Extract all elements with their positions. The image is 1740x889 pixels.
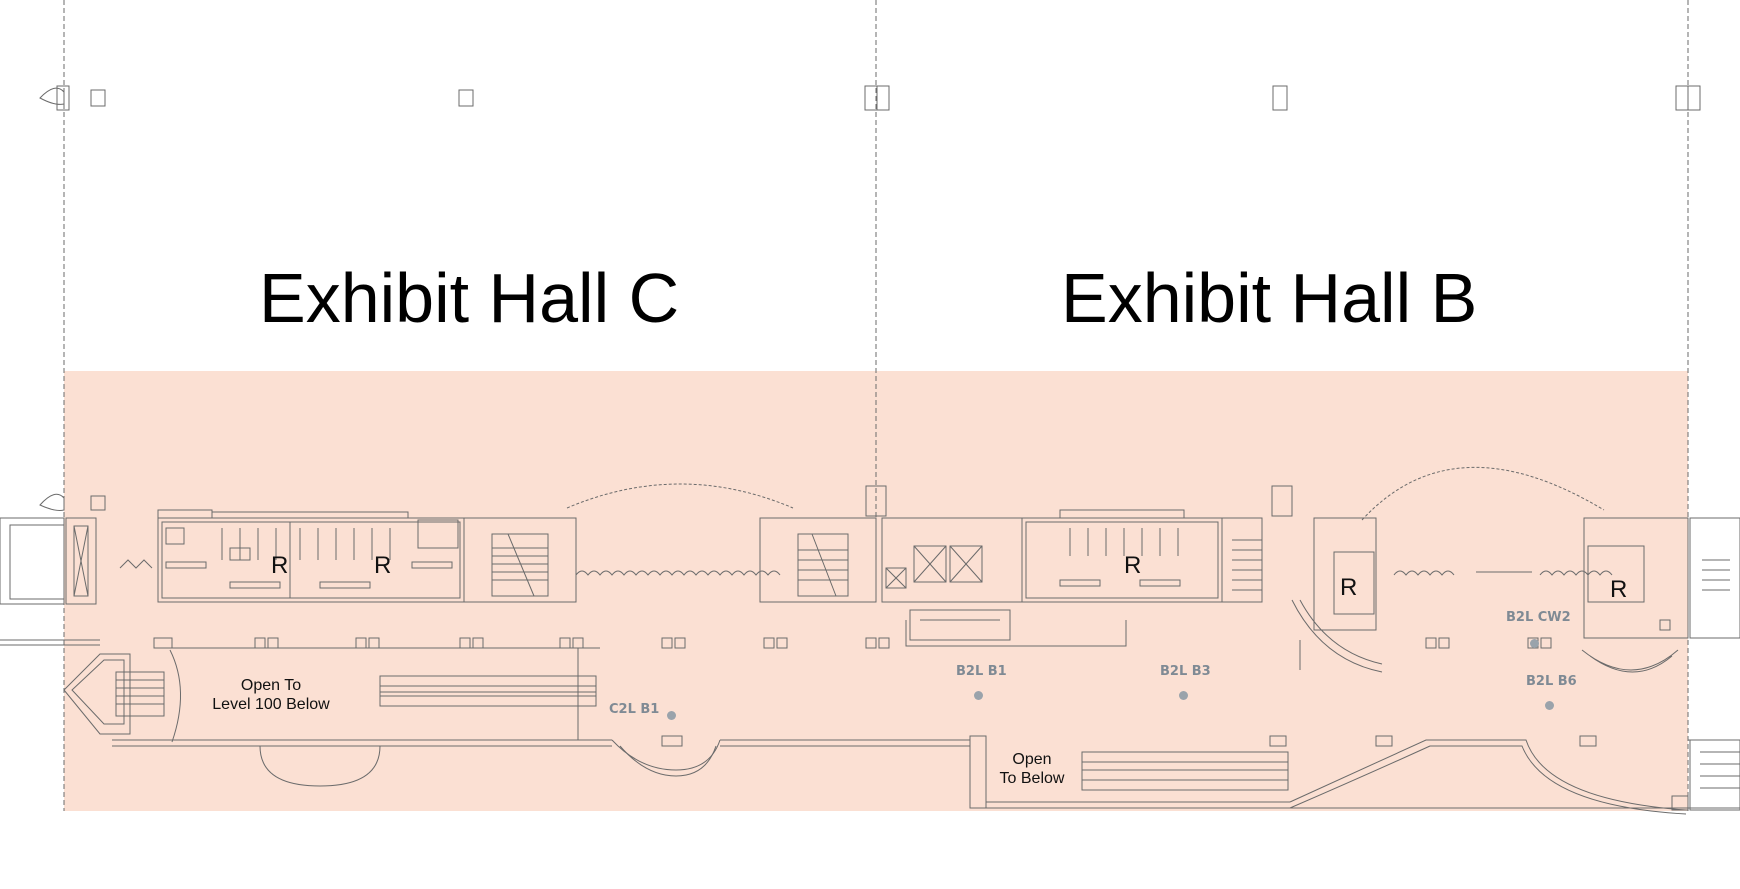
location-dot-b2l-b3[interactable]	[1179, 691, 1188, 700]
location-label-b2l-b6: B2L B6	[1526, 674, 1577, 689]
restroom-block-b3	[1581, 517, 1740, 673]
curtain-wall	[611, 735, 1740, 815]
restroom-block-c	[157, 509, 465, 603]
location-dot-b2l-cw2[interactable]	[1530, 639, 1539, 648]
open-to-level-100-label: Open To Level 100 Below	[196, 676, 346, 714]
restroom-marker: R	[1340, 574, 1358, 601]
left-core	[0, 493, 153, 646]
arch-b	[1361, 466, 1605, 521]
location-dot-b2l-b1[interactable]	[974, 691, 983, 700]
open-to-level-100-line1: Open To	[240, 677, 302, 694]
arch-c	[566, 483, 794, 509]
location-label-b2l-b3: B2L B3	[1160, 664, 1211, 679]
open-to-below-label: Open To Below	[992, 750, 1072, 788]
left-balcony-stair	[63, 649, 612, 787]
location-dot-c2l-b1[interactable]	[667, 711, 676, 720]
location-label-c2l-b1: C2L B1	[609, 702, 660, 717]
location-label-b2l-b1: B2L B1	[956, 664, 1007, 679]
restroom-block-b	[1021, 485, 1293, 603]
escalator-c	[379, 648, 597, 740]
location-label-b2l-cw2: B2L CW2	[1506, 610, 1571, 625]
restroom-marker: R	[1124, 552, 1142, 579]
escalator-b	[1081, 751, 1289, 791]
exhibit-hall-c-title: Exhibit Hall C	[259, 259, 680, 337]
column-markers-top	[39, 85, 1701, 111]
stair-c	[463, 517, 577, 603]
corridor-columns	[153, 637, 1552, 649]
restroom-marker: R	[374, 552, 392, 579]
right-edge-stair	[1689, 739, 1740, 811]
stair-c2	[759, 485, 887, 603]
open-to-below-line2: To Below	[999, 770, 1065, 787]
restroom-marker: R	[1610, 576, 1628, 603]
open-to-below-line1: Open	[1012, 751, 1052, 768]
exhibit-hall-b-title: Exhibit Hall B	[1061, 259, 1478, 337]
restroom-block-b2	[1291, 517, 1383, 673]
open-to-level-100-line2: Level 100 Below	[212, 696, 330, 713]
location-dot-b2l-b6[interactable]	[1545, 701, 1554, 710]
restroom-marker: R	[271, 552, 289, 579]
